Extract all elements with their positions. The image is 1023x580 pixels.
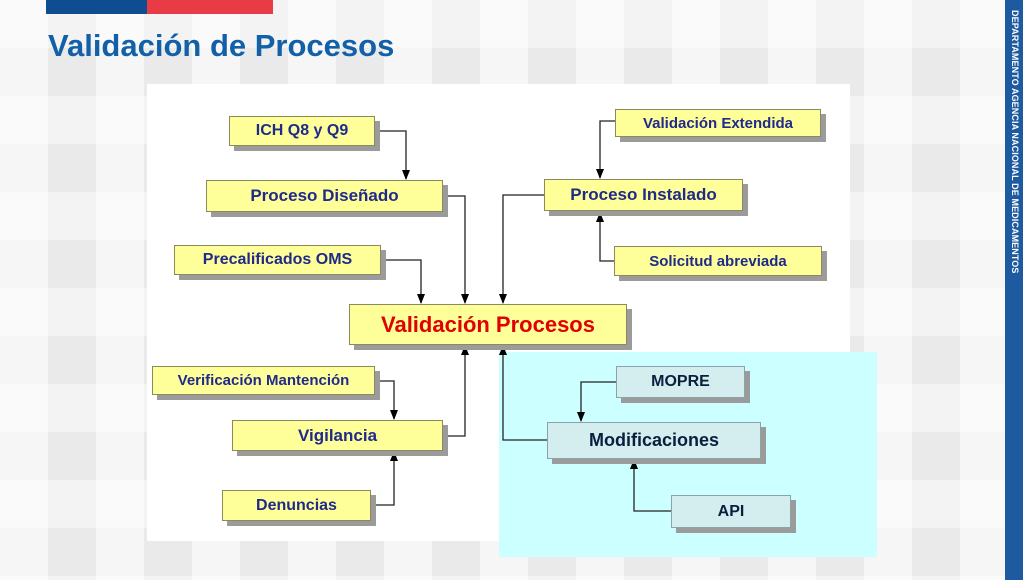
page-title: Validación de Procesos <box>48 28 395 63</box>
side-band <box>1005 0 1023 580</box>
edge-precalificados-to-validacion <box>381 259 425 304</box>
node-ich-q8-q9: ICH Q8 y Q9 <box>229 116 375 146</box>
department-label: DEPARTAMENTO AGENCIA NACIONAL DE MEDICAM… <box>1010 10 1020 274</box>
node-mopre: MOPRE <box>616 366 745 398</box>
edge-mopre-to-modificaciones <box>577 381 616 422</box>
node-validacion-extendida: Validación Extendida <box>615 109 821 137</box>
edge-proceso-instalado-to-validacion <box>499 194 544 304</box>
node-modificaciones: Modificaciones <box>547 422 761 459</box>
edge-solicitud-to-proceso-instalado <box>596 212 614 262</box>
edge-proceso-disenado-to-validacion <box>443 195 469 304</box>
node-proceso-disenado: Proceso Diseñado <box>206 180 443 212</box>
edge-modificaciones-to-validacion <box>499 345 547 441</box>
edge-denuncias-to-vigilancia <box>371 451 398 506</box>
node-precalificados-oms: Precalificados OMS <box>174 245 381 275</box>
edge-ich-to-proceso-disenado <box>375 130 410 180</box>
edge-api-to-modificaciones <box>630 459 671 512</box>
edge-validacion-extendida-to-proceso-instalado <box>596 120 615 179</box>
node-solicitud-abreviada: Solicitud abreviada <box>614 246 822 276</box>
node-vigilancia: Vigilancia <box>232 420 443 451</box>
edge-verificacion-to-vigilancia <box>375 380 398 420</box>
flag-stripe-red <box>147 0 273 14</box>
node-proceso-instalado: Proceso Instalado <box>544 179 743 211</box>
node-api: API <box>671 495 791 528</box>
node-denuncias: Denuncias <box>222 490 371 521</box>
node-verificacion-mantencion: Verificación Mantención <box>152 366 375 395</box>
node-validacion-procesos: Validación Procesos <box>349 304 627 345</box>
edge-vigilancia-to-validacion <box>443 345 469 437</box>
flag-stripe-blue <box>46 0 147 14</box>
